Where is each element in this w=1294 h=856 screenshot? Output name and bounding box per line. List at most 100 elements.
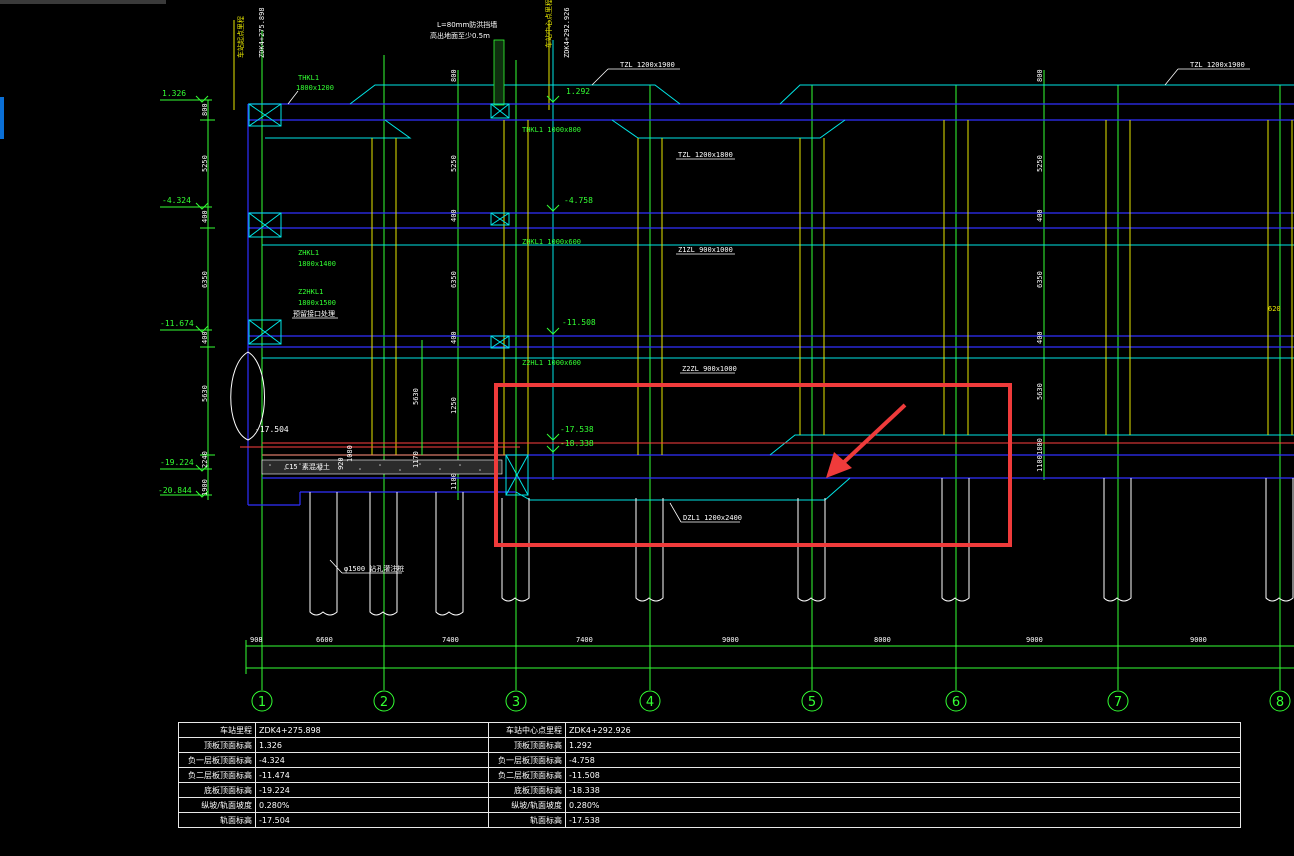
svg-text:400: 400 <box>1036 331 1044 344</box>
span-6: 8000 <box>874 636 891 644</box>
vertical-dims-right: 800 5250 400 6350 400 5630 1100 1800 <box>1036 69 1044 472</box>
axis-6: 6 <box>952 695 960 710</box>
mid-elevations: 1.292 -4.758 -11.508 -17.538 -18.338 -17… <box>255 87 596 448</box>
axis-bubbles <box>251 690 1291 712</box>
elev-left-5: -20.844 <box>158 486 192 495</box>
svg-text:1800x1500: 1800x1500 <box>298 299 336 307</box>
svg-text:800: 800 <box>450 69 458 82</box>
axis-numbers: 1 2 3 4 5 6 7 8 <box>258 695 1284 710</box>
svg-text:5630: 5630 <box>1036 383 1044 400</box>
title-bar-strip <box>0 0 166 4</box>
svg-text:1250: 1250 <box>450 397 458 414</box>
svg-text:5250: 5250 <box>1036 155 1044 172</box>
vertical-dims-left: 800 5250 400 6350 400 5630 2240 1900 <box>201 103 209 496</box>
beam-label-tzl-3: TZL 1200x1800 <box>678 151 733 159</box>
beam-label-thkl1: THKL1 <box>298 74 319 82</box>
station-mid-value: ZDK4+292.926 <box>563 7 571 58</box>
beam-label-tzl-2: TZL 1200x1900 <box>1190 61 1245 69</box>
span-1: 908 <box>250 636 263 644</box>
beam-label-zhkl1-b: ZHKL1 1000x600 <box>522 238 581 246</box>
svg-text:400: 400 <box>201 331 209 344</box>
beam-label-z2hkl1: Z2HKL1 <box>298 288 323 296</box>
beam-label-z2zl: Z2ZL 900x1000 <box>682 365 737 373</box>
concrete-speckle <box>269 463 496 471</box>
station-labels: 车站起点里程 ZDK4+275.898 车站中心点里程 ZDK4+292.926 <box>236 0 571 58</box>
svg-text:1800: 1800 <box>1036 438 1044 455</box>
axis-1: 1 <box>258 695 266 710</box>
station-mid-name: 车站中心点里程 <box>544 0 553 48</box>
svg-text:1100: 1100 <box>450 473 458 490</box>
table-row: 负一层板顶面标高-4.324 负一层板顶面标高-4.758 <box>178 752 1241 768</box>
span-dim-lines <box>245 640 1294 674</box>
slab-lines <box>247 103 1294 506</box>
svg-text:400: 400 <box>1036 209 1044 222</box>
span-3: 7400 <box>442 636 459 644</box>
axis-2: 2 <box>380 695 388 710</box>
highlight-arrow-head <box>826 452 852 478</box>
span-4: 7400 <box>576 636 593 644</box>
level-markers-left <box>195 95 209 498</box>
leader-lines <box>287 68 1250 574</box>
svg-text:1080: 1080 <box>346 445 354 462</box>
vertical-dims-mid: 800 5250 400 6350 400 1250 1170 1100 <box>412 69 458 490</box>
elev-rail-left: -17.504 <box>255 425 289 434</box>
elev-mid-4: -17.538 <box>560 425 594 434</box>
table-row: 轨面标高-17.504 轨面标高-17.538 <box>178 812 1241 828</box>
beam-label-dzl1: DZL1 1200x2400 <box>683 514 742 522</box>
svg-text:800: 800 <box>1036 69 1044 82</box>
flood-note: L=80mm防洪挡墙 高出地面至少0.5m <box>430 20 497 40</box>
svg-text:1800x1400: 1800x1400 <box>298 260 336 268</box>
svg-text:6350: 6350 <box>201 271 209 288</box>
side-tab[interactable] <box>0 97 4 139</box>
inner-dims: 5630 920 1080 <box>337 388 420 470</box>
piles <box>309 478 1294 616</box>
svg-text:400: 400 <box>450 331 458 344</box>
columns <box>371 120 1293 455</box>
svg-text:1170: 1170 <box>412 451 420 468</box>
svg-text:5250: 5250 <box>201 155 209 172</box>
span-7: 9000 <box>1026 636 1043 644</box>
left-arch <box>230 351 265 441</box>
left-elevations: 1.326 -4.324 -11.674 -19.224 -20.844 <box>158 89 194 495</box>
svg-text:6350: 6350 <box>450 271 458 288</box>
table-row: 底板顶面标高-19.224 底板顶面标高-18.338 <box>178 782 1241 798</box>
joint-boxes <box>248 103 529 496</box>
concrete-label: C15 素混凝土 <box>285 462 330 471</box>
axis-3: 3 <box>512 695 520 710</box>
svg-text:2240: 2240 <box>201 451 209 468</box>
svg-text:6350: 6350 <box>1036 271 1044 288</box>
station-left-value: ZDK4+275.898 <box>258 7 266 58</box>
flood-wall <box>493 39 505 106</box>
beam-label-thkl1-b: THKL1 1000x800 <box>522 126 581 134</box>
beam-label-zhkl1: ZHKL1 <box>298 249 319 257</box>
highlight-box <box>494 383 1012 547</box>
elev-left-4: -19.224 <box>160 458 194 467</box>
span-8: 9000 <box>1190 636 1207 644</box>
svg-text:5250: 5250 <box>450 155 458 172</box>
flood-note-1: L=80mm防洪挡墙 <box>437 20 497 29</box>
svg-text:1100: 1100 <box>1036 455 1044 472</box>
track-lines <box>240 442 1294 448</box>
axis-4: 4 <box>646 695 654 710</box>
flood-note-2: 高出地面至少0.5m <box>430 31 490 40</box>
svg-text:800: 800 <box>201 103 209 116</box>
beam-label-tzl-1: TZL 1200x1900 <box>620 61 675 69</box>
beam-labels: THKL1 1800x1200 ZHKL1 1800x1400 Z2HKL1 1… <box>285 61 1281 573</box>
concrete-fill <box>261 459 503 475</box>
elev-left-1: 1.326 <box>162 89 186 98</box>
station-left-name: 车站起点里程 <box>236 16 245 58</box>
elev-mid-2: -4.758 <box>564 196 593 205</box>
elev-mid-1: 1.292 <box>566 87 590 96</box>
axis-5: 5 <box>808 695 816 710</box>
level-markers-mid <box>546 95 560 453</box>
pile-label: φ1500 钻孔灌注桩 <box>344 564 404 573</box>
elev-left-3: -11.674 <box>160 319 194 328</box>
axis-8: 8 <box>1276 695 1284 710</box>
svg-text:400: 400 <box>450 209 458 222</box>
span-5: 9000 <box>722 636 739 644</box>
svg-text:920: 920 <box>337 457 345 470</box>
